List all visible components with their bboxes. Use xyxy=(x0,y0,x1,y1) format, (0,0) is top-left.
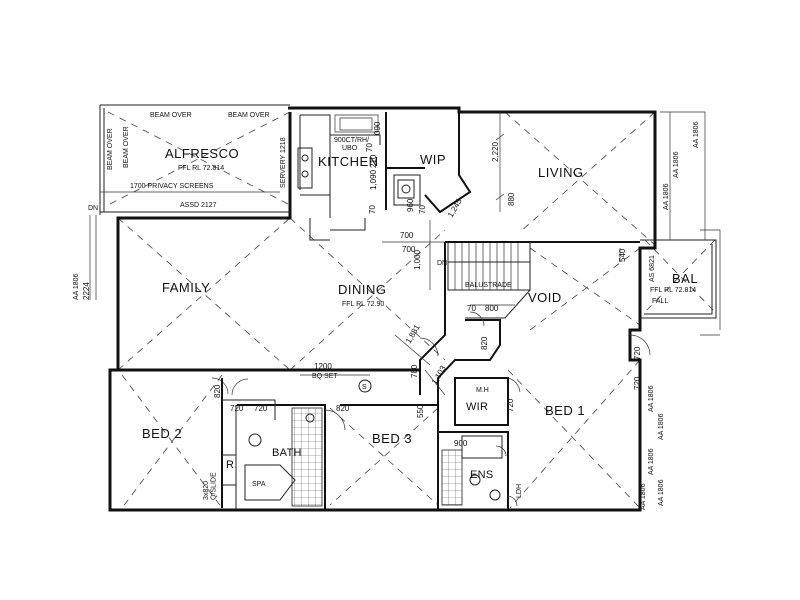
servery-note: SERVERY 1218 xyxy=(280,137,287,188)
dim-1000: 1,000 xyxy=(413,249,422,270)
smoke-detector-icon xyxy=(358,379,372,393)
dim-720-b: 720 xyxy=(254,404,268,413)
as6821-note: AS 6821 xyxy=(649,255,656,282)
window-code-2: AA 1806 xyxy=(673,151,680,178)
dim-550: 550 xyxy=(416,404,425,418)
room-label-wip: WIP xyxy=(420,152,446,167)
alfresco-level: FFL RL 72.814 xyxy=(178,165,224,172)
dim-210: 210 xyxy=(369,154,378,168)
ldh-note: LDH xyxy=(516,484,523,498)
room-label-kitchen: KITCHEN xyxy=(318,154,379,169)
room-label-family: FAMILY xyxy=(162,280,210,295)
window-code-4: AA 1806 xyxy=(648,385,655,412)
room-label-mh: M.H xyxy=(476,387,489,394)
balustrade-note: BALUSTRADE xyxy=(465,282,512,289)
dim-1200: 1200 xyxy=(314,362,332,371)
dim-70-a: 70 xyxy=(368,205,377,214)
robe-slide-note: 3x820Q/SLIDE xyxy=(203,472,218,500)
dim-1881: 1,881 xyxy=(404,323,422,345)
window-code-8: AA 1806 xyxy=(658,479,665,506)
dim-70-d: 70 xyxy=(467,304,476,313)
stair-dn-note: DN xyxy=(437,260,447,267)
uo-note: UBO xyxy=(342,145,358,152)
alfresco-dn-note: DN xyxy=(88,205,98,212)
privacy-screens-note: 1700 PRIVACY SCREENS xyxy=(130,183,214,190)
smoke-detector-label: S xyxy=(362,384,367,391)
room-label-robe: R xyxy=(226,459,234,471)
window-code-6: AA 1806 xyxy=(658,413,665,440)
dim-900: 900 xyxy=(454,439,468,448)
room-label-bed1: BED 1 xyxy=(545,403,585,418)
bq-set-note: BQ SET xyxy=(312,373,338,380)
internal-walls xyxy=(118,112,640,510)
beam-over-left-note: BEAM OVER xyxy=(123,126,130,168)
dim-70-b: 70 xyxy=(418,205,427,214)
dim-2220: 2,220 xyxy=(491,141,500,162)
dim-1103: 1,103 xyxy=(430,364,448,386)
window-code-7: AA 1806 xyxy=(640,483,647,510)
cooktop-note: 900CT/RH/ xyxy=(334,137,369,144)
room-diagonals xyxy=(107,111,716,509)
room-label-ens: ENS xyxy=(470,469,494,481)
room-label-living: LIVING xyxy=(538,165,584,180)
dim-820-b: 820 xyxy=(480,336,489,350)
beam-over-note-1: BEAM OVER xyxy=(150,112,192,119)
dim-720-c: 720 xyxy=(506,398,515,412)
beam-over-note-3: BEAM OVER xyxy=(107,128,114,170)
dim-700-b: 700 xyxy=(402,245,416,254)
dim-820-a: 820 xyxy=(213,384,222,398)
annotations: BEAM OVER BEAM OVER BEAM OVER 1700 PRIVA… xyxy=(73,112,700,510)
dim-800: 800 xyxy=(485,304,499,313)
level-notes: FFL RL 72.814 FFL RL 72.90 FFL RL 72.814… xyxy=(178,165,696,308)
balcony-fall: FALL xyxy=(652,298,668,305)
dim-1245: 1,245 xyxy=(446,197,464,219)
dining-level: FFL RL 72.90 xyxy=(342,301,384,308)
dim-720-e: 720 xyxy=(633,376,642,390)
window-code-9: AA 1806 xyxy=(73,273,80,300)
balcony-level: FFL RL 72.814 xyxy=(650,287,696,294)
room-labels: ALFRESCO KITCHEN WIP LIVING FAMILY DININ… xyxy=(142,146,698,488)
dim-1090: 1,090 xyxy=(369,169,378,190)
room-label-dining: DINING xyxy=(338,282,387,297)
window-code-1: AA 1806 xyxy=(663,183,670,210)
room-label-bal: BAL xyxy=(672,271,698,286)
dim-960: 960 xyxy=(406,198,415,212)
spa-label: SPA xyxy=(252,481,266,488)
dim-2224: 2224 xyxy=(82,282,91,300)
door-swings xyxy=(211,311,651,507)
assd-note: ASSD 2127 xyxy=(180,202,217,209)
dim-780: 780 xyxy=(410,364,419,378)
external-walls xyxy=(89,104,721,512)
dim-880: 880 xyxy=(507,192,516,206)
room-label-void: VOID xyxy=(528,290,562,305)
dim-540: 540 xyxy=(618,248,627,262)
room-label-bath: BATH xyxy=(272,447,302,459)
dim-820-c: 820 xyxy=(336,404,350,413)
dim-700: 700 xyxy=(400,231,414,240)
room-label-bed2: BED 2 xyxy=(142,426,182,441)
dimension-lines xyxy=(100,112,621,396)
dim-70-c: 70 xyxy=(365,143,374,152)
beam-over-note-2: BEAM OVER xyxy=(228,112,270,119)
room-label-alfresco: ALFRESCO xyxy=(165,146,239,161)
window-code-5: AA 1806 xyxy=(648,448,655,475)
dim-720-d: 720 xyxy=(633,346,642,360)
window-code-3: AA 1806 xyxy=(693,121,700,148)
dim-720-a: 720 xyxy=(230,404,244,413)
room-label-wir: WIR xyxy=(466,401,488,413)
room-label-bed3: BED 3 xyxy=(372,431,412,446)
dim-090: 090 xyxy=(373,121,382,135)
wet-areas xyxy=(244,114,503,507)
